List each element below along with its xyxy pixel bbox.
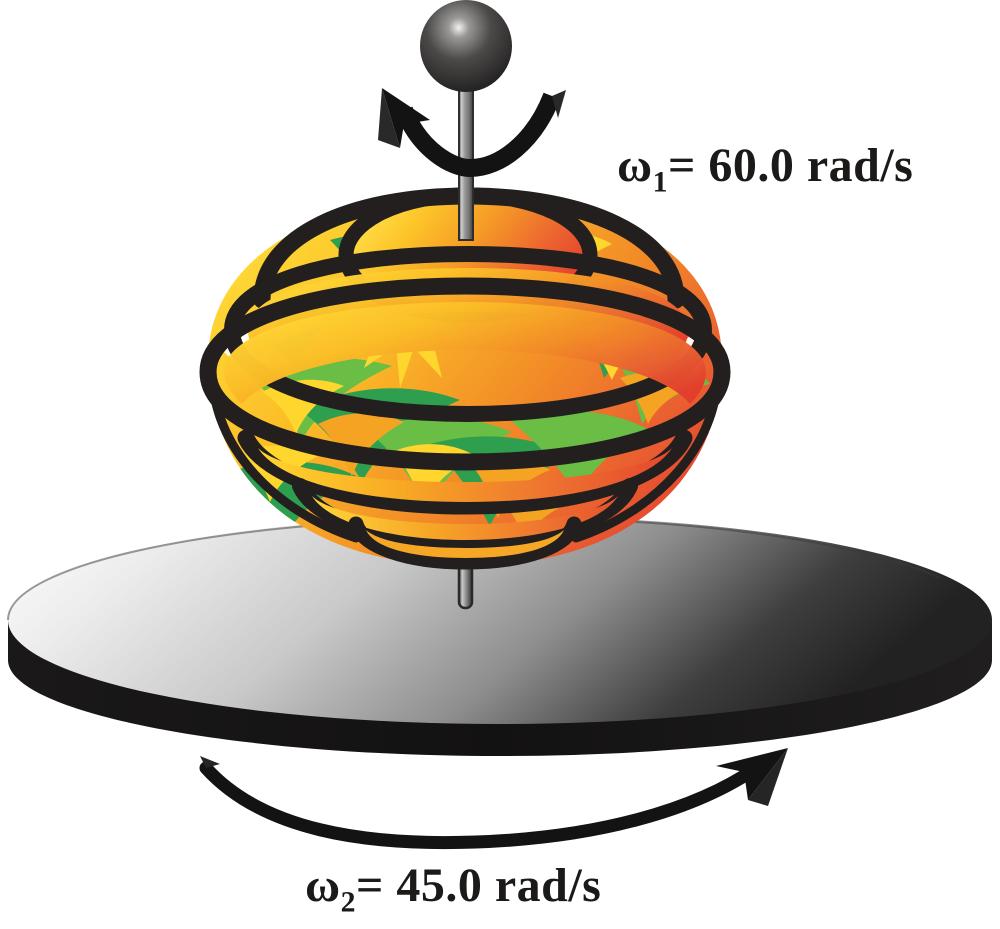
omega2-value: 45.0 — [396, 859, 483, 912]
omega2-subscript: 2 — [340, 885, 356, 919]
tier-6-fill — [366, 530, 564, 558]
omega1-label: ω1= 60.0 rad/s — [617, 138, 914, 197]
spin-arrow-top-tail — [552, 90, 566, 118]
tier-5-arc — [292, 478, 638, 551]
omega1-equals: = — [667, 139, 696, 192]
omega2-units: rad/s — [494, 859, 602, 912]
tier-4-fill — [258, 448, 672, 502]
omega1-symbol: ω — [617, 139, 653, 192]
spin-arrow-top-head-shade — [378, 88, 400, 148]
omega1-subscript: 1 — [652, 165, 668, 199]
tier-3-fill — [224, 302, 706, 404]
omega2-equals: = — [355, 859, 384, 912]
omega1-value: 60.0 — [708, 139, 795, 192]
top-tier-6 — [348, 516, 582, 570]
rotation-arrow-head — [716, 748, 788, 800]
omega1-units: rad/s — [806, 139, 914, 192]
rotation-arrow-arc — [199, 757, 769, 850]
tier-5-fill — [312, 496, 618, 540]
omega2-label: ω2= 45.0 rad/s — [305, 858, 602, 917]
knob-sphere — [420, 0, 512, 92]
spin-arrow-top-head — [382, 88, 430, 148]
rotation-arrow-tail — [200, 756, 220, 768]
omega2-symbol: ω — [305, 859, 341, 912]
rotation-arrow-platform — [199, 748, 788, 850]
top-outer-cage — [207, 365, 723, 543]
platform-top-surface — [8, 516, 992, 724]
tier-4-arc — [237, 429, 693, 515]
tier-6-arc — [348, 516, 582, 570]
spinning-top-body — [199, 187, 731, 570]
rotation-arrow-head-shade — [748, 748, 788, 806]
top-tier-5 — [292, 478, 638, 551]
top-tier-4 — [237, 429, 693, 515]
turntable-platform — [7, 516, 992, 756]
spin-arrow-top — [378, 88, 566, 178]
knob-sphere-group — [420, 0, 512, 92]
spin-arrow-top-arc — [395, 92, 561, 178]
